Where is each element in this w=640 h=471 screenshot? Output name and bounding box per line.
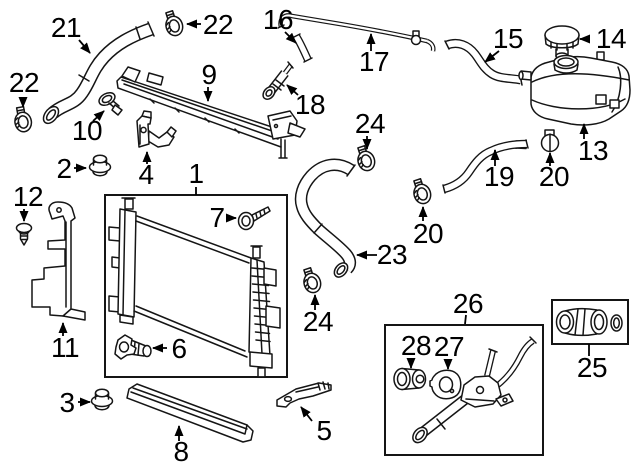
part-air-deflector-shield — [126, 383, 254, 443]
part-overflow-hose — [291, 33, 313, 63]
part-lower-radiator-hose — [294, 158, 357, 278]
callout-27-gasket: 27 — [433, 331, 465, 362]
callout-19-hose: 19 — [483, 161, 515, 192]
callout-8-shield: 8 — [173, 436, 189, 467]
part-retainer-clip — [15, 222, 33, 246]
clamp-22-left — [11, 105, 34, 134]
part-outlet-seal — [393, 367, 427, 391]
part-drain-cock — [114, 334, 152, 360]
callout-25-thermostat: 25 — [576, 352, 608, 383]
callout-1-radiator: 1 — [188, 158, 204, 189]
part-side-bracket — [276, 381, 332, 408]
callout-14-cap: 14 — [595, 23, 627, 54]
part-heater-hose — [442, 139, 529, 194]
callout-18-connector: 18 — [294, 89, 326, 120]
clamp-24-lower — [299, 265, 324, 296]
part-bolt — [237, 206, 271, 231]
callout-4-bracket: 4 — [138, 159, 154, 190]
callout-24-clamp-upper: 24 — [354, 108, 386, 139]
thermostat-callout-box — [551, 299, 629, 345]
part-grommet-lower — [90, 388, 114, 411]
part-reservoir-cap — [544, 25, 580, 60]
callout-23-lower-hose: 23 — [376, 239, 408, 270]
part-grommet-upper — [88, 154, 112, 177]
part-push-pin — [98, 91, 123, 116]
callout-21-upper-hose: 21 — [50, 12, 82, 43]
callout-7-bolt: 7 — [209, 202, 225, 233]
part-mount-bracket — [136, 110, 177, 148]
part-water-outlet — [412, 336, 537, 444]
callout-15-hose: 15 — [492, 23, 524, 54]
callout-28-seal: 28 — [400, 330, 432, 361]
part-bleed-valve — [540, 129, 560, 153]
callout-20-clamp-left: 20 — [412, 218, 444, 249]
callout-arrows — [18, 19, 590, 441]
callout-24-clamp-lower: 24 — [302, 306, 334, 337]
callout-13-reservoir: 13 — [577, 135, 609, 166]
callout-26-water-outlet: 26 — [452, 288, 484, 319]
callout-6-drain-cock: 6 — [171, 333, 187, 364]
group-thermostat-fitting — [551, 299, 629, 345]
callout-9-tie-bar: 9 — [201, 59, 217, 90]
callout-12-clip: 12 — [12, 181, 44, 212]
part-radiator-support-tie-bar — [116, 66, 306, 159]
callout-22-clamp-top: 22 — [202, 9, 234, 40]
part-outlet-gasket — [429, 369, 462, 400]
part-air-baffle — [31, 201, 86, 321]
part-thermostat-fitting — [555, 307, 623, 337]
part-upper-radiator-hose — [42, 21, 155, 125]
clamp-24-upper — [353, 143, 378, 174]
callout-22-clamp-left: 22 — [8, 67, 40, 98]
callout-2-grommet: 2 — [56, 153, 72, 184]
water-outlet-callout-box — [384, 324, 544, 456]
callout-3-grommet: 3 — [59, 387, 75, 418]
clamp-20 — [409, 176, 434, 207]
callout-10-push-pin: 10 — [71, 115, 103, 146]
callout-16-hose: 16 — [262, 4, 294, 35]
callout-5-bracket: 5 — [316, 415, 332, 446]
part-bleed-connector — [262, 61, 294, 101]
part-coolant-reservoir — [513, 51, 631, 150]
callout-11-baffle: 11 — [50, 332, 80, 363]
group-water-outlet — [384, 324, 544, 456]
part-vent-pipe — [277, 13, 436, 52]
part-radiator — [104, 194, 288, 378]
callout-17-pipe: 17 — [358, 46, 390, 77]
callout-20-valve-right: 20 — [538, 161, 570, 192]
clamp-22-top — [161, 8, 186, 39]
